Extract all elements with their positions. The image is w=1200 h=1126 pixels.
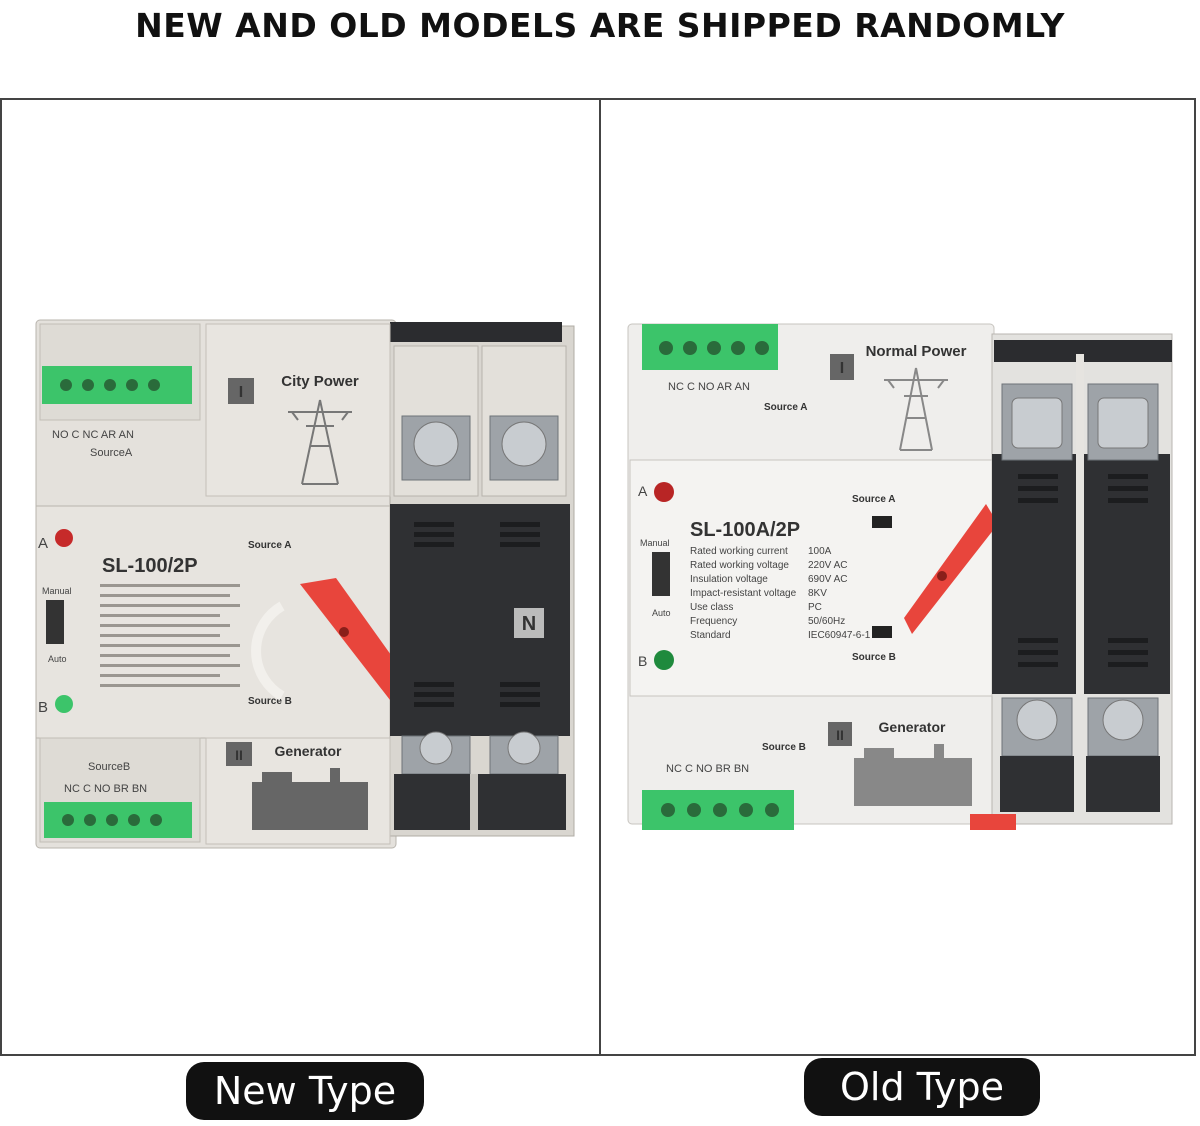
transmission-tower-icon <box>288 399 352 485</box>
terminal-top-labels: NO C NC AR AN <box>52 429 134 441</box>
generator-label: Generator <box>275 743 342 759</box>
terminal-top-labels: NC C NO AR AN <box>668 381 750 393</box>
indicator-b-label: B <box>638 653 647 669</box>
svg-text:Use class: Use class <box>690 602 733 613</box>
roman-bottom: II <box>235 747 243 763</box>
terminal-bottom-labels: NC C NO BR BN <box>666 763 749 775</box>
old-type-photo: NC C NO AR AN Source A I Normal Power A … <box>622 314 1182 844</box>
indicator-a-red <box>654 482 674 502</box>
indicator-b-green <box>55 695 73 713</box>
manual-label: Manual <box>640 538 670 548</box>
transfer-handle <box>300 578 406 700</box>
svg-text:IEC60947-6-1: IEC60947-6-1 <box>808 630 871 641</box>
svg-text:Frequency: Frequency <box>690 616 737 627</box>
roman-top: I <box>840 360 844 377</box>
bottom-screw-terminals <box>394 731 566 830</box>
model-label: SL-100/2P <box>102 555 198 577</box>
top-screw-terminals <box>401 415 559 481</box>
generator-label: Generator <box>879 719 946 735</box>
frame-divider <box>599 98 601 1056</box>
svg-text:Rated working current: Rated working current <box>690 546 788 557</box>
indicator-a-label: A <box>38 535 48 552</box>
terminal-bottom-source: SourceB <box>88 761 130 773</box>
model-label: SL-100A/2P <box>690 519 800 541</box>
roman-top: I <box>239 384 243 401</box>
roman-bottom: II <box>836 727 844 743</box>
indicator-b-green <box>654 650 674 670</box>
transmission-tower-icon <box>884 367 948 451</box>
old-type-caption: Old Type <box>804 1058 1040 1116</box>
auto-label: Auto <box>652 608 671 618</box>
manual-auto-switch <box>652 552 670 596</box>
svg-text:220V AC: 220V AC <box>808 560 847 571</box>
spec-table: Rated working current Rated working volt… <box>690 546 871 641</box>
svg-text:Impact-resistant voltage: Impact-resistant voltage <box>690 588 797 599</box>
indicator-a-red <box>55 529 73 547</box>
indicator-a-label: A <box>638 483 648 499</box>
top-screw-terminals <box>1001 354 1159 694</box>
svg-text:PC: PC <box>808 602 822 613</box>
bottom-source-b-label: Source B <box>762 742 806 753</box>
generator-icon <box>854 744 972 806</box>
svg-text:8KV: 8KV <box>808 588 827 599</box>
normal-power-label: Normal Power <box>866 343 967 360</box>
top-source-a-label: Source A <box>764 402 808 413</box>
svg-text:Standard: Standard <box>690 630 731 641</box>
indicator-b-label: B <box>38 699 48 716</box>
headline: NEW AND OLD MODELS ARE SHIPPED RANDOMLY <box>135 6 1065 45</box>
new-type-caption: New Type <box>186 1062 424 1120</box>
manual-auto-switch <box>46 600 64 644</box>
svg-text:100A: 100A <box>808 546 832 557</box>
source-b-label: Source B <box>248 696 292 707</box>
source-b-label: Source B <box>852 652 896 663</box>
new-type-photo: I City Power NO C NC AR AN SourceA A SL-… <box>30 316 580 852</box>
terminal-bottom-labels: NC C NO BR BN <box>64 783 147 795</box>
svg-text:Rated working voltage: Rated working voltage <box>690 560 789 571</box>
svg-text:690V AC: 690V AC <box>808 574 847 585</box>
neutral-label: N <box>522 613 536 635</box>
svg-text:Insulation voltage: Insulation voltage <box>690 574 768 585</box>
manual-label: Manual <box>42 586 72 596</box>
auto-label: Auto <box>48 654 67 664</box>
source-a-label: Source A <box>852 494 896 505</box>
generator-icon <box>252 768 368 830</box>
svg-text:50/60Hz: 50/60Hz <box>808 616 845 627</box>
transfer-handle <box>904 504 998 634</box>
terminal-top-source: SourceA <box>90 447 133 459</box>
bottom-screw-terminals <box>970 697 1160 830</box>
city-power-label: City Power <box>281 373 359 390</box>
source-a-label: Source A <box>248 540 292 551</box>
